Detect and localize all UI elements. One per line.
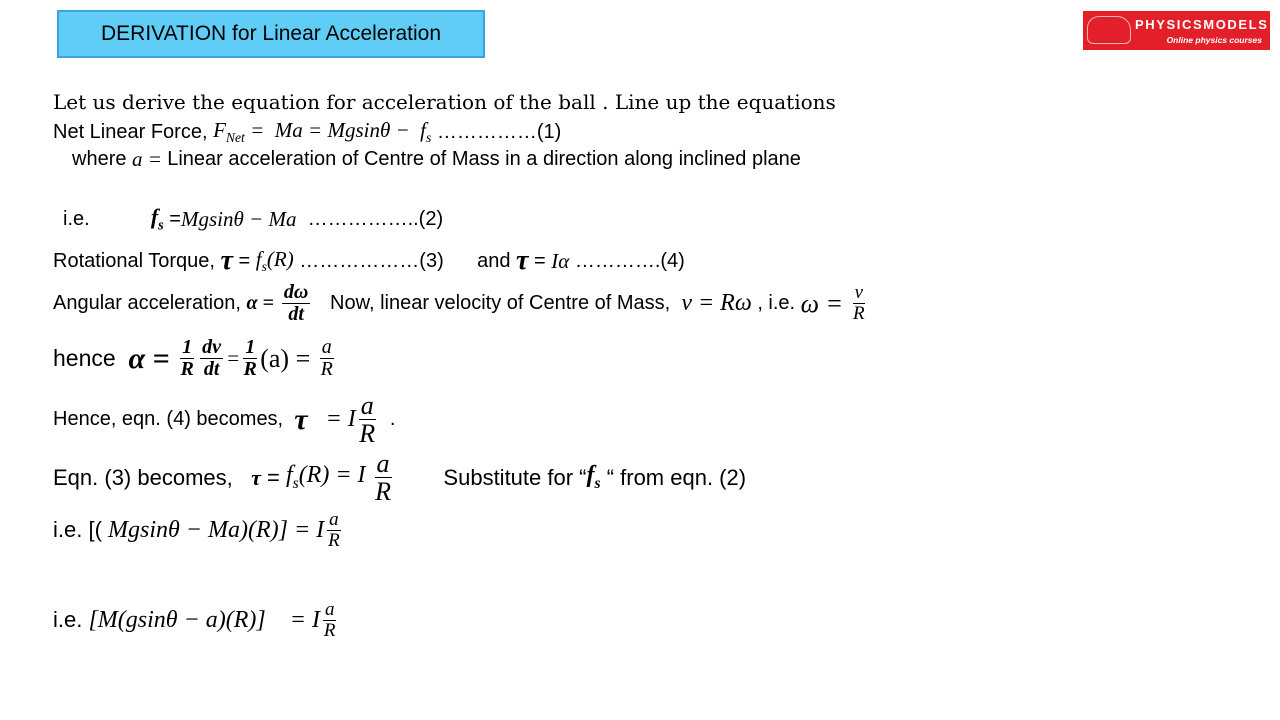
text: ……………..(2) [296,207,444,230]
slide-title: DERIVATION for Linear Acceleration [57,10,485,58]
text: where [72,148,133,170]
definition-a: where a = Linear acceleration of Centre … [72,147,801,172]
physicsmodels-logo: PHYSICSMODELS Online physics courses [1083,11,1270,50]
text: Substitute for “ [394,464,587,490]
equation-2: i.e. fs =Mgsinθ − Ma ……………..(2) [63,204,443,234]
math: ω = [800,288,850,318]
text: hence [53,345,129,371]
math: FNet = Ma = Mgsinθ − fs [213,118,432,146]
text: i.e. [53,607,89,633]
equation-1: Net Linear Force, FNet = Ma = Mgsinθ − f… [53,118,561,146]
text: Angular acceleration, [53,292,247,314]
math: fs(R) [255,246,294,275]
text: , i.e. [751,292,801,314]
text: ………….(4) [569,249,685,272]
math: [M(gsinθ − a)(R)] = I [88,606,320,633]
text: Net Linear Force, [53,120,214,143]
math: Mgsinθ − Ma [180,206,297,231]
text: . [378,408,396,431]
math: Iα [551,248,570,273]
logo-name: PHYSICSMODELS [1135,17,1269,32]
car-icon [1087,16,1131,44]
text: Hence, eqn. (4) becomes, [53,408,295,431]
text: i.e. [( [53,517,109,543]
text: = [528,249,552,272]
logo-tagline: Online physics courses [1166,35,1262,45]
tau-symbol: τ [220,245,233,276]
math: α = [128,341,178,375]
math: = I [307,406,356,433]
text: Now, linear velocity of Centre of Mass, [313,292,682,314]
text: Linear acceleration of Centre of Mass in… [167,148,801,170]
math: α = [246,292,279,314]
text: = [232,249,256,272]
math: fs(R) = I [285,462,372,493]
tau-symbol: τ [294,402,308,436]
text: “ from eqn. (2) [600,464,747,490]
text: Eqn. (3) becomes, [53,464,252,490]
text: = [163,207,181,230]
equation-3-4: Rotational Torque, τ = fs(R) ………………(3) a… [53,245,685,277]
math: a = [132,147,168,171]
math: fs [586,462,601,493]
text: = [260,464,286,490]
text: i.e. [63,207,151,230]
intro-text: Let us derive the equation for accelerat… [53,90,836,114]
math: v = Rω [681,290,752,316]
math: = [226,346,241,370]
math: (a) = [260,343,317,373]
text: ………………(3) and [293,249,517,272]
math: Mgsinθ − Ma)(R)] = I [108,516,325,543]
text: Rotational Torque, [53,249,221,272]
tau-symbol: τ [251,464,261,490]
math: fs [150,204,164,234]
tau-symbol: τ [516,245,529,276]
text: ……………(1) [431,120,562,143]
